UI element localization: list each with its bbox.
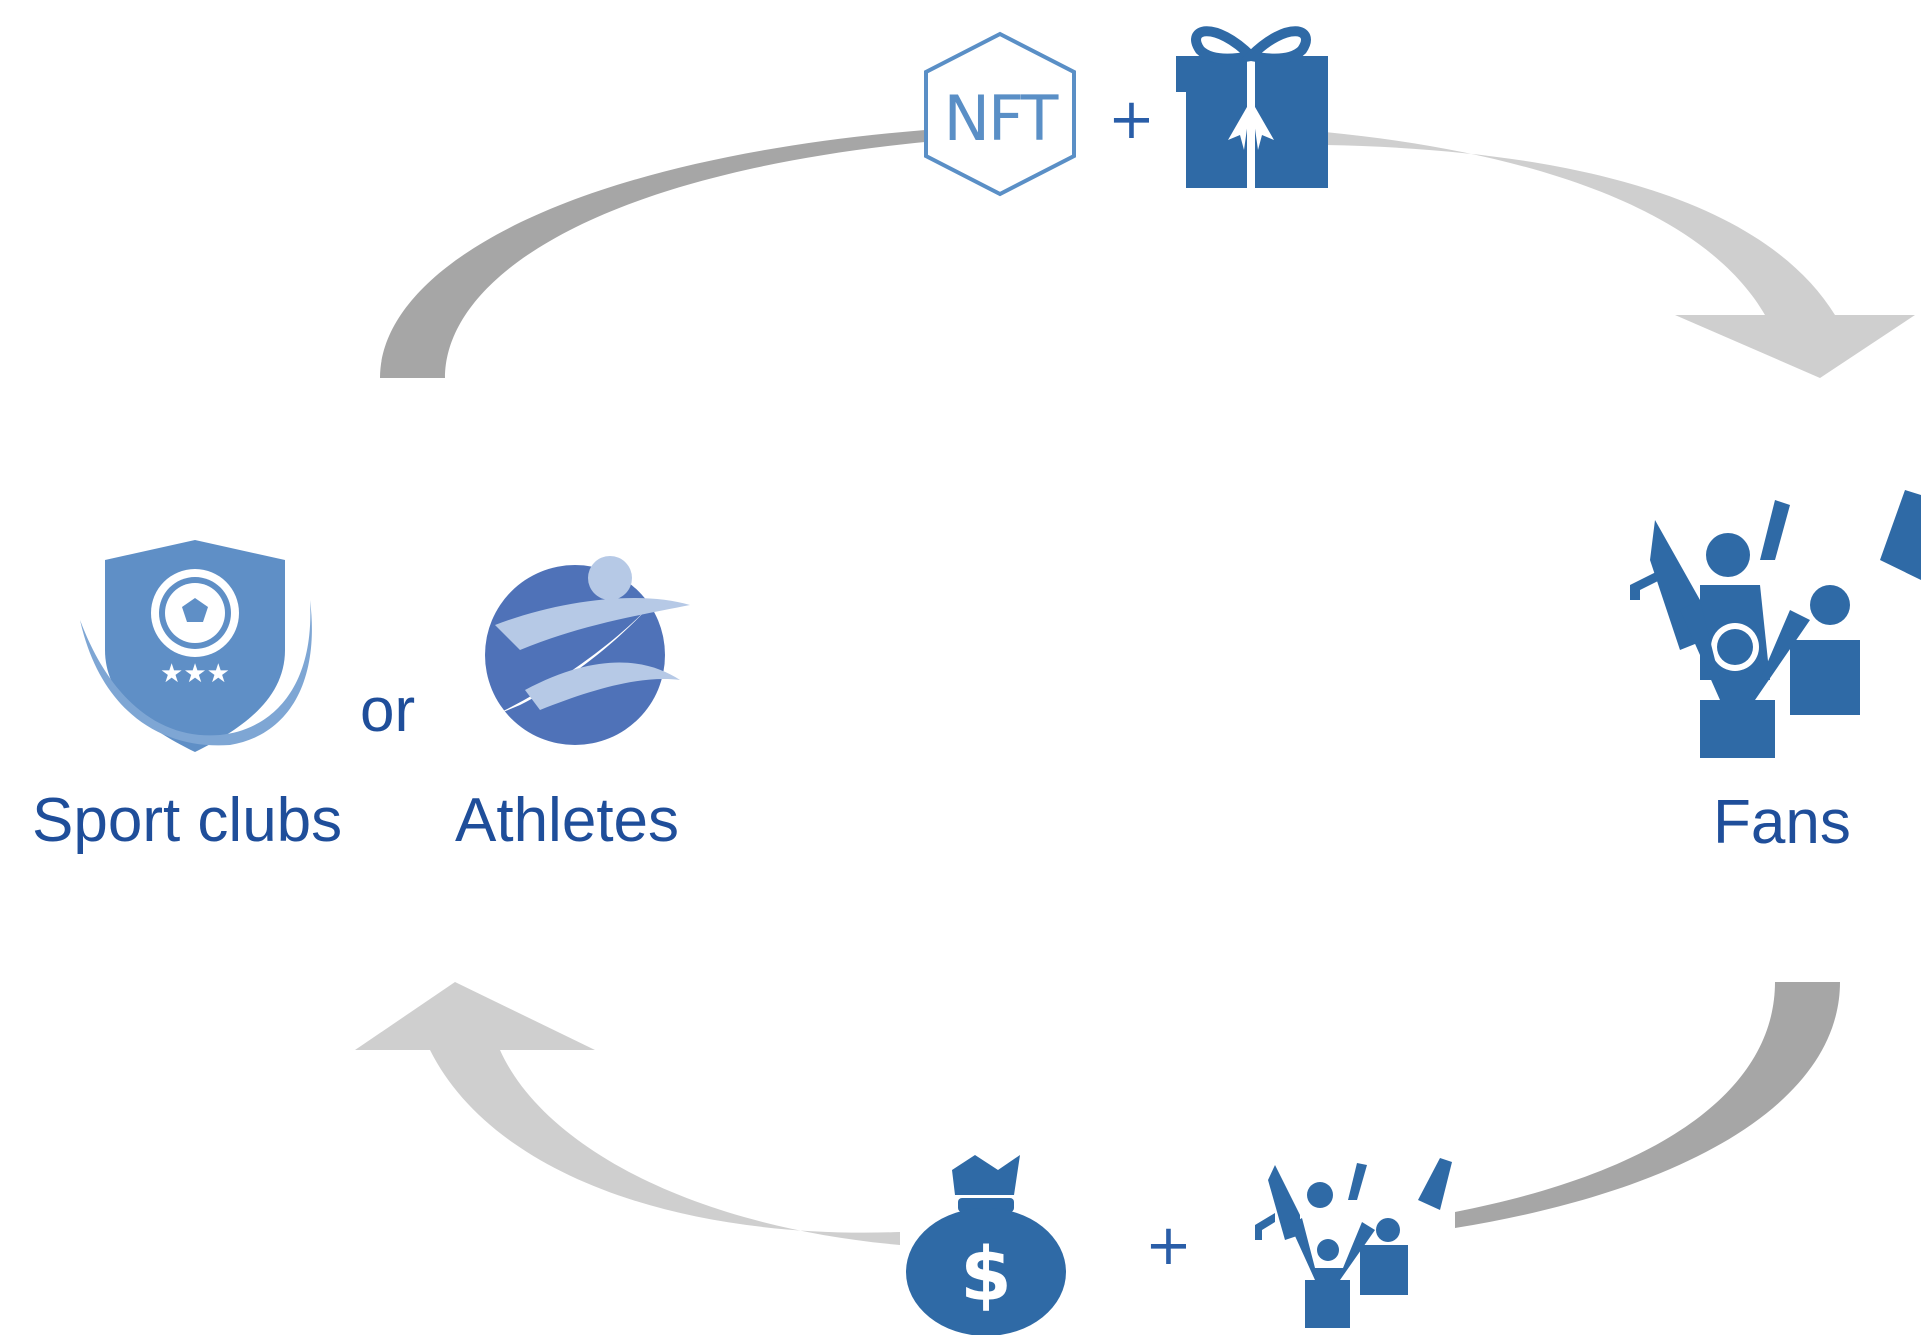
supporters-icon [1255, 1158, 1452, 1328]
athlete-icon [460, 556, 690, 745]
sport-clubs-label: Sport clubs [32, 786, 343, 855]
gift-icon [1176, 26, 1328, 188]
arrow-clubs-to-nft [380, 130, 925, 378]
top-plus-sign: + [1108, 87, 1155, 152]
money-bag-icon: $ [906, 1155, 1066, 1335]
nft-text: NFT [944, 82, 1060, 155]
arrow-fans-to-supporters [1455, 982, 1840, 1228]
athletes-label: Athletes [455, 786, 680, 855]
fans-label: Fans [1713, 788, 1851, 857]
nft-icon: NFT [924, 31, 1076, 197]
svg-text:★★★: ★★★ [160, 659, 230, 689]
or-connector: or [360, 676, 416, 745]
sport-club-shield-icon: ★★★ [80, 540, 312, 752]
fans-cheering-icon [1630, 490, 1921, 758]
bottom-plus-sign: + [1145, 1213, 1192, 1278]
money-symbol: $ [960, 1232, 1012, 1318]
arrow-gift-to-fans [1325, 132, 1915, 378]
arrow-money-to-clubs [355, 982, 900, 1245]
